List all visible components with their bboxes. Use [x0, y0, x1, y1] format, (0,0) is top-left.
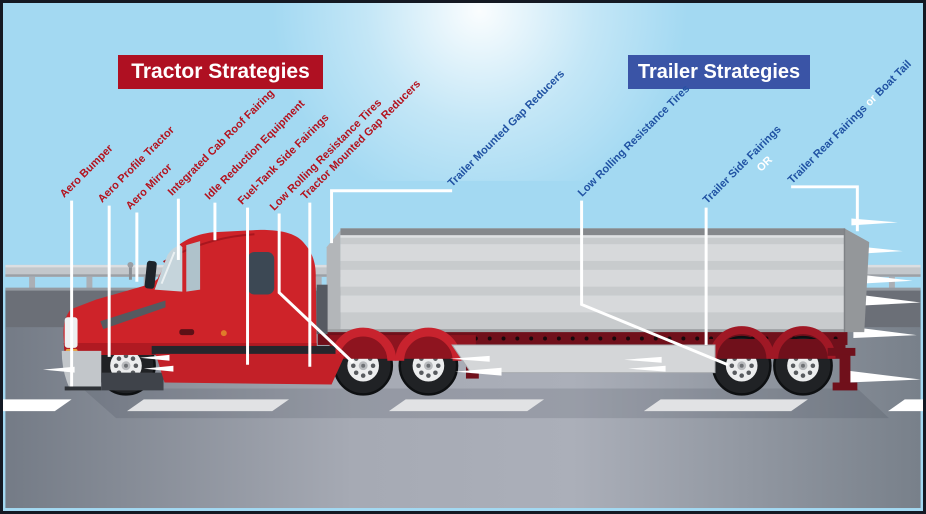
speed-lines-front: [42, 354, 174, 373]
rocker-stripe: [151, 345, 336, 355]
catwalk: [316, 284, 328, 335]
marker-light: [220, 330, 227, 337]
cab-side-skirt: [155, 353, 346, 385]
speed-lines-wheels: [450, 355, 666, 376]
lane-markings: [3, 399, 923, 412]
leader-trailer-rear-fairings: [791, 185, 859, 232]
side-mirror: [144, 260, 157, 289]
hood-stripe: [100, 300, 166, 330]
truck-shadow: [82, 388, 889, 419]
trailer: [326, 228, 870, 333]
hood-mirror-post: [128, 265, 132, 280]
trailer-fenders: [709, 326, 846, 360]
door-window: [186, 241, 201, 292]
rear-underride-bar: [827, 347, 858, 391]
leader-trailer-tires: [580, 200, 729, 367]
leader-tractor-tires: [277, 213, 355, 364]
under-hood-shadow: [101, 372, 164, 391]
sleeper-window: [247, 252, 275, 295]
truck-illustration: [3, 3, 923, 509]
trailer-roof-rim: [340, 228, 845, 236]
trailer-strategies-header: Trailer Strategies: [628, 55, 810, 89]
trailer-rear-boat-tail: [844, 228, 870, 333]
leader-lines: [70, 185, 859, 387]
trailer-side-skirt: [451, 344, 716, 374]
door-handle: [179, 329, 195, 336]
tractor-cab: [42, 229, 346, 391]
tractor-strategies-header: Tractor Strategies: [118, 55, 323, 89]
trailer-front-face: [326, 230, 341, 333]
leader-trailer-gap-reducers: [330, 189, 453, 244]
sun-glow: [232, 3, 747, 181]
